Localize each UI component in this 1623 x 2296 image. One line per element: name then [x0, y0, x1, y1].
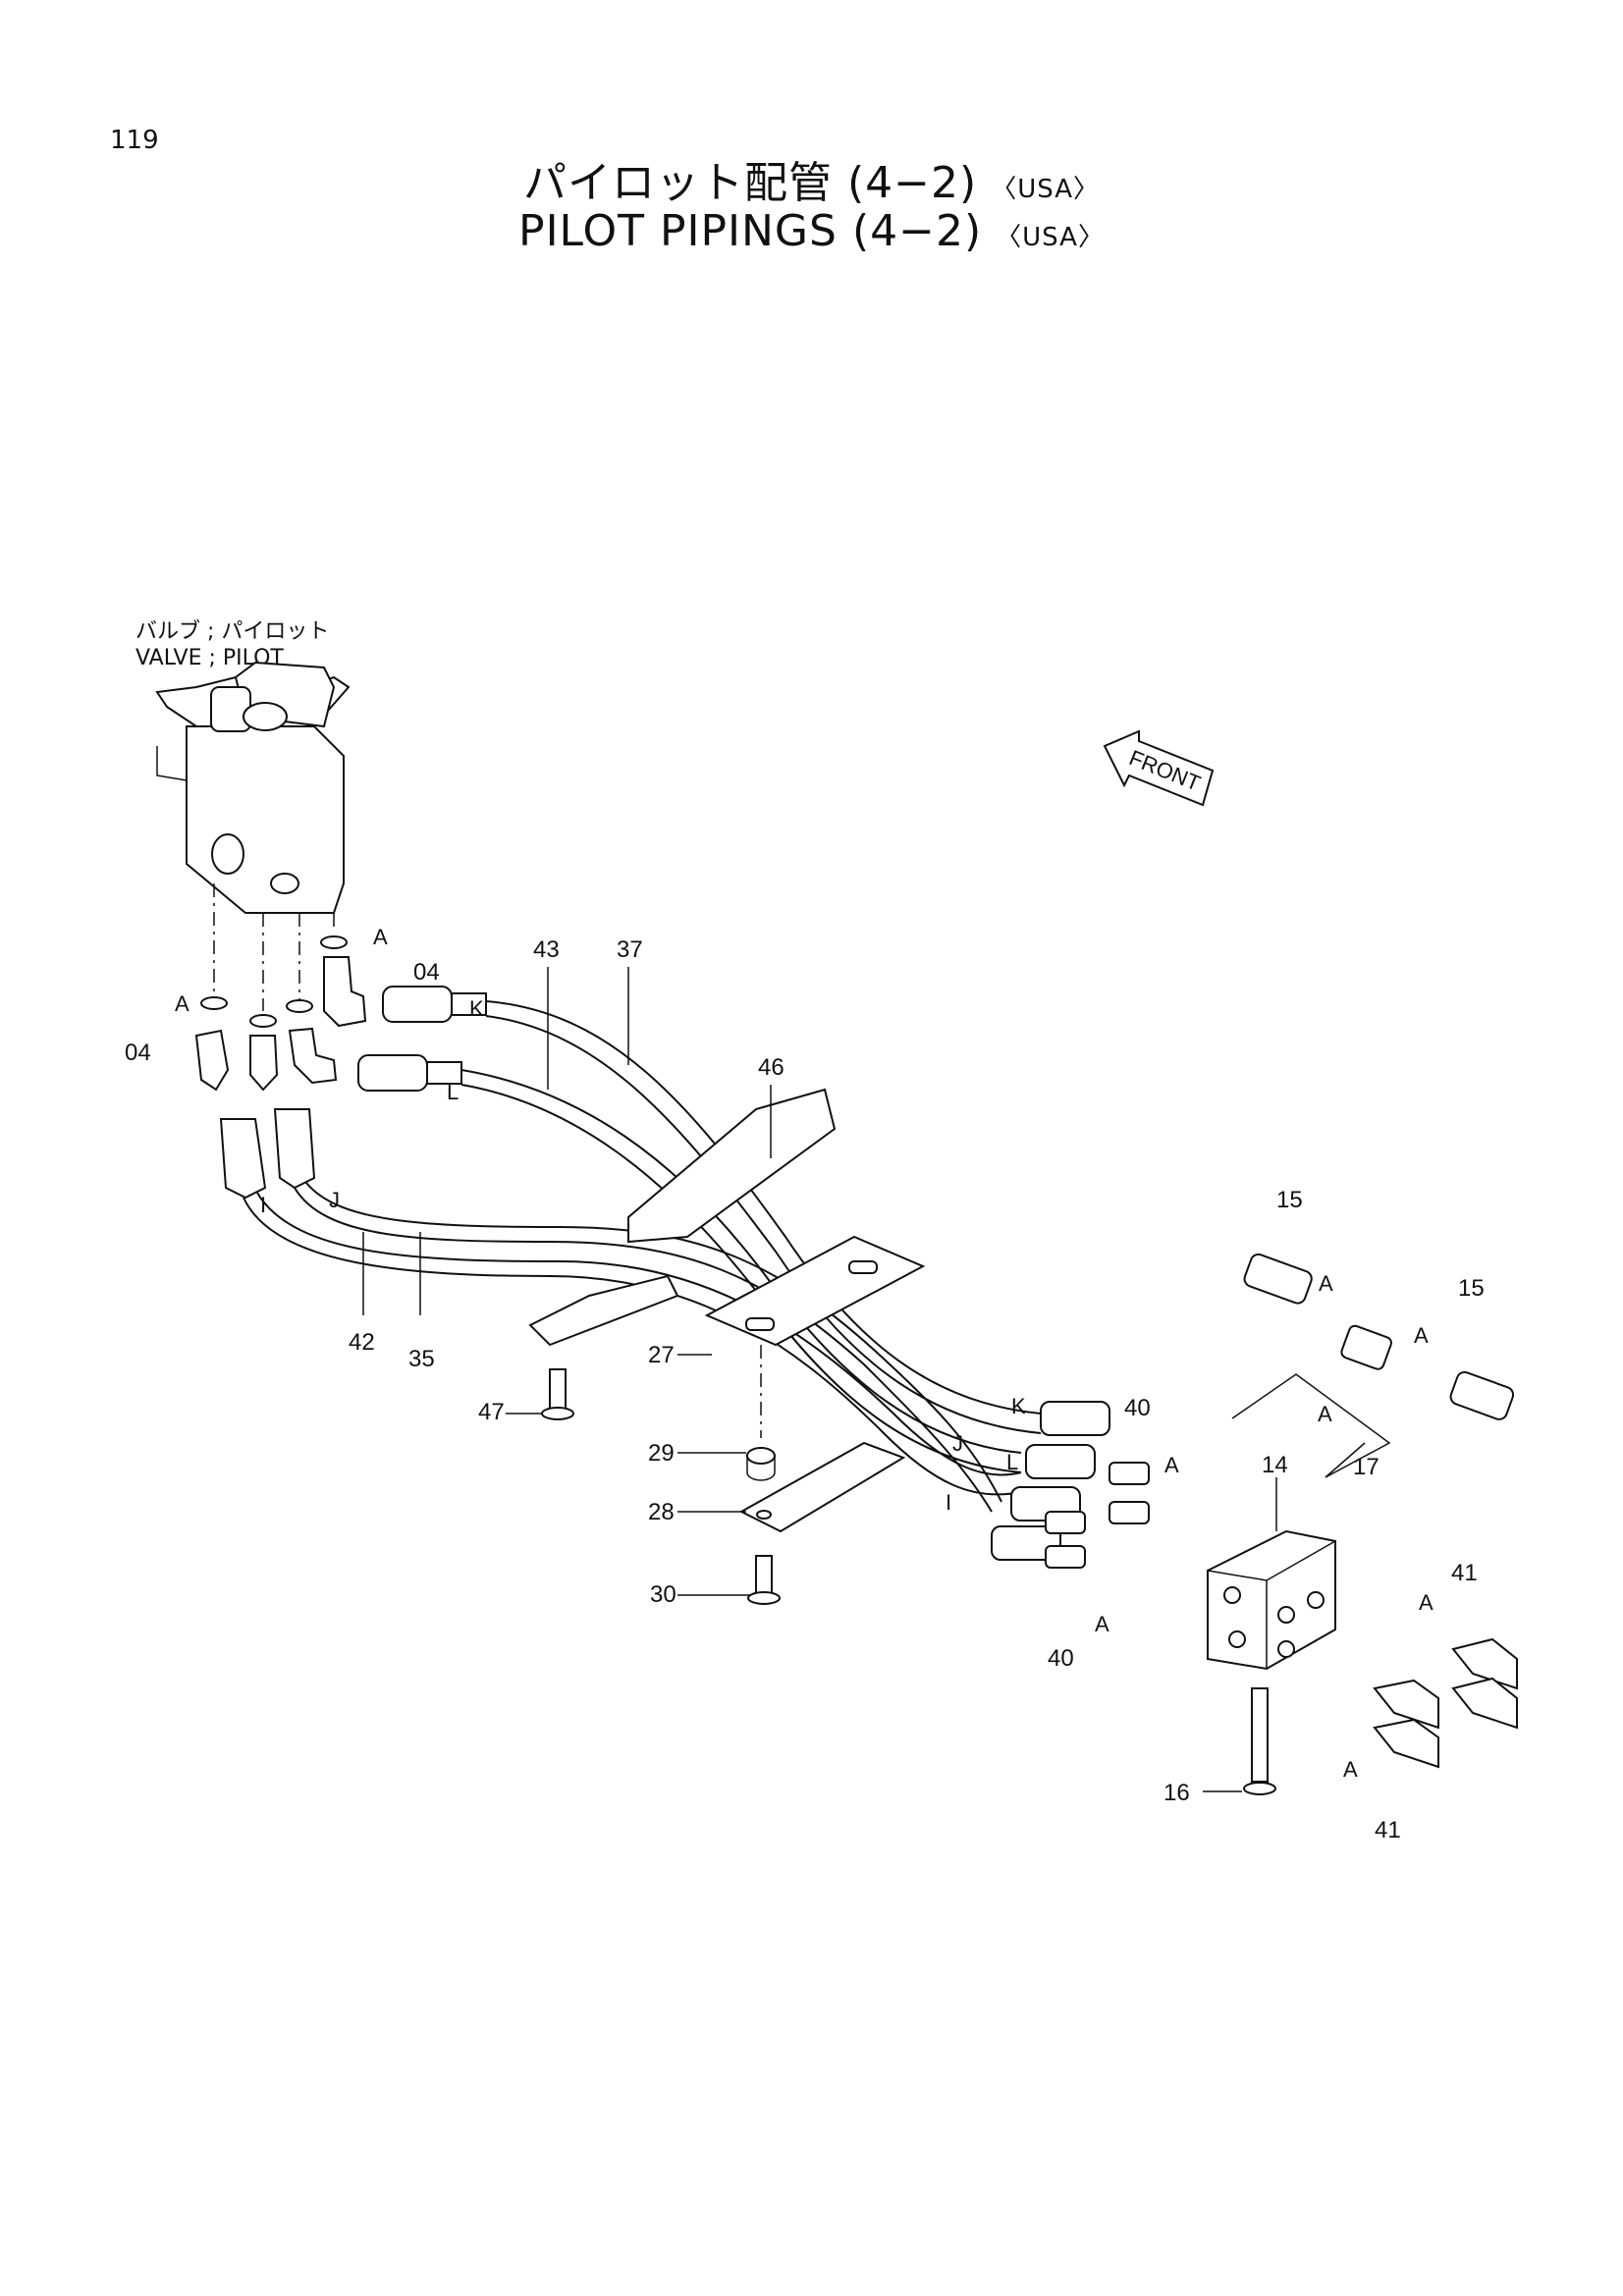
callout-41-b: 41	[1375, 1817, 1401, 1843]
letter-a-top: A	[373, 925, 388, 949]
callout-35: 35	[408, 1346, 435, 1372]
hose-letter-l-lower: L	[1006, 1450, 1018, 1474]
letter-a-17: A	[1318, 1402, 1332, 1426]
hose-letter-k-lower: K	[1011, 1394, 1026, 1418]
hose-letter-k: K	[469, 996, 484, 1021]
valve-port-leaders	[213, 883, 335, 1011]
front-arrow-icon: FRONT	[1103, 729, 1215, 807]
page-number: 119	[110, 126, 159, 155]
region-tag-jp: 〈USA〉	[991, 175, 1100, 204]
connectors-40	[1045, 1462, 1150, 1569]
letter-a-15b: A	[1414, 1323, 1429, 1348]
callout-15-a: 15	[1276, 1187, 1303, 1213]
hose-letter-j: J	[329, 1188, 340, 1212]
letter-a-15a: A	[1319, 1271, 1333, 1296]
hose-ends-lower	[991, 1401, 1110, 1561]
title-japanese: パイロット配管 (4−2) 〈USA〉	[0, 147, 1623, 210]
hose-letter-i-lower: I	[946, 1490, 951, 1515]
brackets	[528, 1088, 926, 1533]
callout-17: 17	[1353, 1454, 1380, 1480]
callout-47: 47	[478, 1399, 505, 1425]
manifold-block-14	[1207, 1529, 1336, 1795]
elbow-fittings-41	[1373, 1637, 1518, 1769]
callout-43: 43	[533, 936, 560, 963]
callout-42: 42	[349, 1329, 375, 1356]
hose-letter-i: I	[260, 1193, 266, 1217]
callout-leaders	[362, 967, 1277, 1792]
hose-letter-l: L	[447, 1080, 459, 1104]
callout-28: 28	[648, 1499, 675, 1525]
callout-27: 27	[648, 1342, 675, 1368]
callout-46: 46	[758, 1054, 784, 1081]
callout-16: 16	[1163, 1780, 1190, 1806]
callout-40-a: 40	[1124, 1395, 1151, 1421]
callout-04-left: 04	[125, 1040, 151, 1066]
callout-04-top: 04	[413, 959, 440, 986]
letter-a-left: A	[175, 991, 189, 1016]
callout-30: 30	[650, 1581, 676, 1608]
hose-letter-j-lower: J	[952, 1431, 963, 1456]
letter-a-41a: A	[1419, 1590, 1434, 1615]
title-en-text: PILOT PIPINGS (4−2)	[518, 206, 983, 256]
letter-a-41b: A	[1343, 1757, 1358, 1782]
collar-29	[746, 1447, 776, 1481]
region-tag-en: 〈USA〉	[996, 223, 1105, 252]
callout-15-b: 15	[1458, 1275, 1485, 1302]
valve-label-jp: バルブ ; パイロット	[135, 619, 330, 644]
o-rings-valve	[200, 935, 348, 1028]
letter-a-40b: A	[1095, 1612, 1109, 1636]
pilot-hoses	[243, 1000, 1042, 1513]
callout-41-a: 41	[1451, 1560, 1478, 1586]
callout-29: 29	[648, 1440, 675, 1467]
elbow-fittings-04	[194, 956, 367, 1092]
title-jp-text: パイロット配管 (4−2)	[523, 158, 978, 208]
hose-ends-upper	[219, 986, 487, 1200]
bolts	[541, 1345, 781, 1605]
title-english: PILOT PIPINGS (4−2) 〈USA〉	[0, 206, 1623, 256]
callout-40-b: 40	[1048, 1645, 1074, 1672]
callout-37: 37	[617, 936, 643, 963]
pilot-valve	[155, 661, 351, 914]
fittings-15-17	[1231, 1253, 1515, 1478]
callout-14: 14	[1262, 1452, 1288, 1478]
letter-a-40a: A	[1164, 1453, 1179, 1477]
